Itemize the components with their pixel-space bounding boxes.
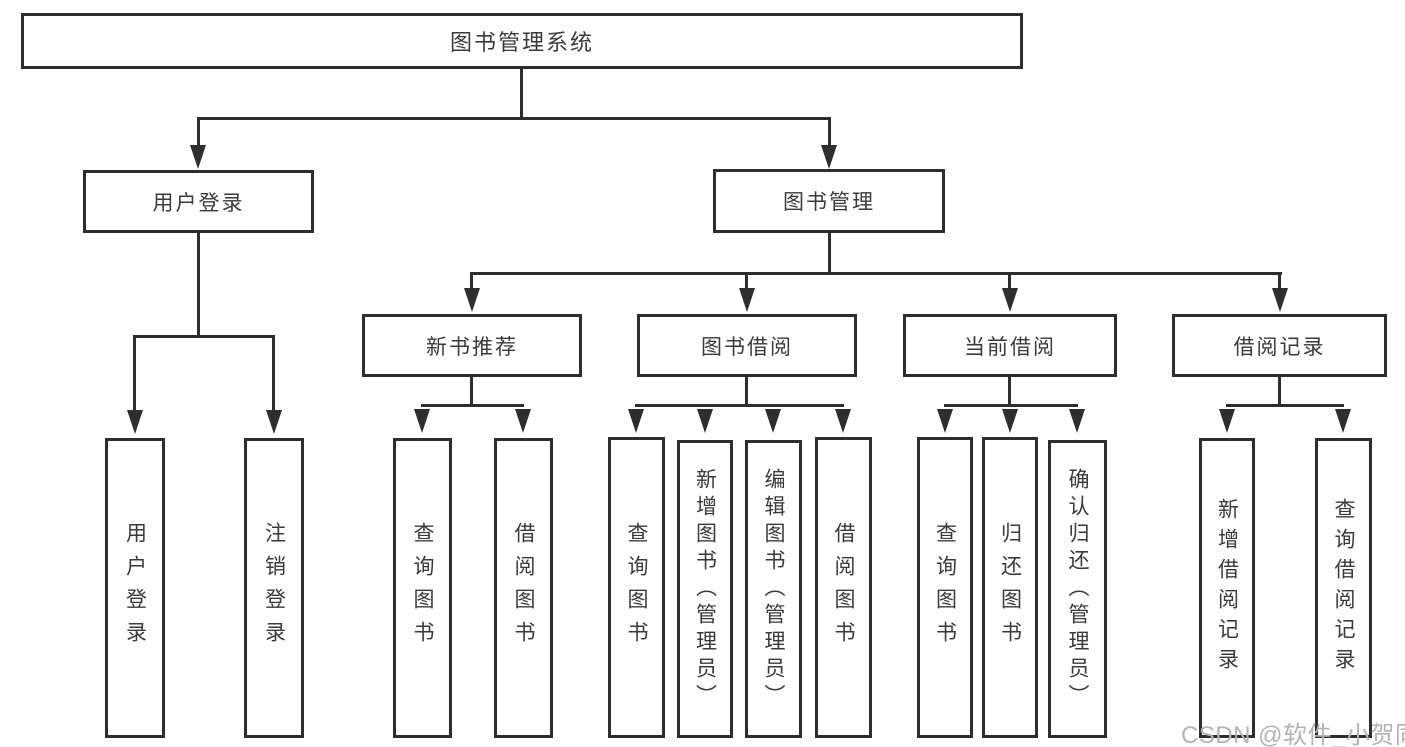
leaf-query-books-recommend-label: 查询图书 (411, 522, 434, 654)
leaf-borrow-books-borrowing-label: 借阅图书 (832, 521, 855, 654)
leaf-borrow-books-recommend: 借阅图书 (494, 438, 553, 738)
connector-user-login-stub (197, 233, 200, 338)
connector-book-borrowing-stub (745, 377, 748, 407)
node-book-borrowing-label: 图书借阅 (701, 335, 793, 359)
node-new-book-recommendation-label: 新书推荐 (426, 335, 518, 359)
leaf-edit-books-admin: 编辑图书（管理员） (745, 440, 802, 738)
leaf-confirm-return-admin-label: 确认归还（管理员） (1066, 467, 1089, 711)
arrow-down-icon (739, 288, 755, 312)
arrow-down-icon (765, 409, 781, 433)
leaf-user-login-label: 用户登录 (123, 522, 147, 654)
node-new-book-recommendation: 新书推荐 (362, 314, 582, 377)
arrow-down-icon (1335, 409, 1351, 433)
connector-drop-book-borrowing (745, 272, 748, 292)
leaf-query-books-borrowing-label: 查询图书 (625, 521, 648, 654)
leaf-query-books-borrowing: 查询图书 (608, 437, 665, 738)
node-user-login-group-label: 用户登录 (152, 191, 245, 215)
node-current-borrowing: 当前借阅 (903, 314, 1117, 377)
arrow-down-icon (1002, 288, 1018, 312)
connector-root-stub (520, 69, 523, 119)
connector-drop-borrow-records (1278, 272, 1281, 292)
leaf-query-borrow-record: 查询借阅记录 (1315, 438, 1372, 738)
arrow-down-icon (127, 410, 143, 434)
connector-drop-leaf-user-login (133, 335, 136, 412)
leaf-add-borrow-record: 新增借阅记录 (1199, 438, 1255, 738)
arrow-down-icon (1272, 288, 1288, 312)
connector-drop-current-borrowing (1008, 272, 1011, 292)
leaf-borrow-books-recommend-label: 借阅图书 (512, 522, 535, 654)
leaf-query-books-current-label: 查询图书 (933, 521, 957, 654)
leaf-add-books-admin-label: 新增图书（管理员） (693, 467, 717, 711)
node-library-system: 图书管理系统 (21, 13, 1023, 69)
connector-new-book-rail (421, 404, 524, 407)
arrow-down-icon (266, 410, 282, 434)
node-book-management: 图书管理 (713, 169, 945, 233)
leaf-user-login: 用户登录 (105, 438, 165, 738)
arrow-down-icon (414, 409, 430, 433)
leaf-logout: 注销登录 (244, 438, 304, 738)
leaf-query-borrow-record-label: 查询借阅记录 (1332, 498, 1355, 678)
node-borrowing-records: 借阅记录 (1172, 314, 1387, 377)
node-borrowing-records-label: 借阅记录 (1233, 335, 1326, 359)
connector-book-management-stub (828, 233, 831, 274)
leaf-return-books: 归还图书 (982, 437, 1038, 738)
leaf-logout-label: 注销登录 (262, 522, 286, 654)
arrow-down-icon (464, 288, 480, 312)
leaf-query-books-current: 查询图书 (917, 437, 973, 738)
leaf-return-books-label: 归还图书 (998, 521, 1022, 654)
leaf-add-books-admin: 新增图书（管理员） (677, 440, 733, 738)
arrow-down-icon (515, 409, 531, 433)
leaf-add-borrow-record-label: 新增借阅记录 (1215, 498, 1239, 678)
connector-drop-new-book (470, 272, 473, 292)
leaf-confirm-return-admin: 确认归还（管理员） (1048, 440, 1107, 738)
arrow-down-icon (697, 409, 713, 433)
connector-drop-leaf-logout (272, 335, 275, 412)
connector-new-book-stub (470, 377, 473, 407)
connector-current-borrowing-rail (944, 404, 1078, 407)
watermark-text: CSDN @软件_小贺同学 (1181, 722, 1405, 747)
arrow-down-icon (835, 409, 851, 433)
arrow-down-icon (937, 409, 953, 433)
arrow-down-icon (190, 145, 206, 169)
connector-borrow-records-stub (1278, 377, 1281, 407)
node-user-login-group: 用户登录 (83, 170, 314, 233)
connector-drop-user-login (197, 117, 200, 148)
node-library-system-label: 图书管理系统 (449, 30, 594, 55)
arrow-down-icon (1069, 409, 1085, 433)
node-book-borrowing: 图书借阅 (637, 314, 857, 377)
leaf-query-books-recommend: 查询图书 (393, 438, 452, 738)
arrow-down-icon (628, 409, 644, 433)
connector-level3-rail (471, 272, 1282, 275)
connector-book-borrowing-rail (635, 404, 844, 407)
connector-level2-rail (197, 117, 831, 120)
leaf-edit-books-admin-label: 编辑图书（管理员） (762, 467, 785, 711)
arrow-down-icon (821, 145, 837, 169)
node-current-borrowing-label: 当前借阅 (964, 335, 1056, 359)
connector-current-borrowing-stub (1008, 377, 1011, 407)
connector-user-login-rail (134, 335, 275, 338)
connector-borrow-records-rail (1226, 404, 1344, 407)
node-book-management-label: 图书管理 (783, 191, 875, 214)
arrow-down-icon (1219, 409, 1235, 433)
leaf-borrow-books-borrowing: 借阅图书 (815, 437, 872, 738)
arrow-down-icon (1002, 409, 1018, 433)
connector-drop-book-management (828, 117, 831, 148)
